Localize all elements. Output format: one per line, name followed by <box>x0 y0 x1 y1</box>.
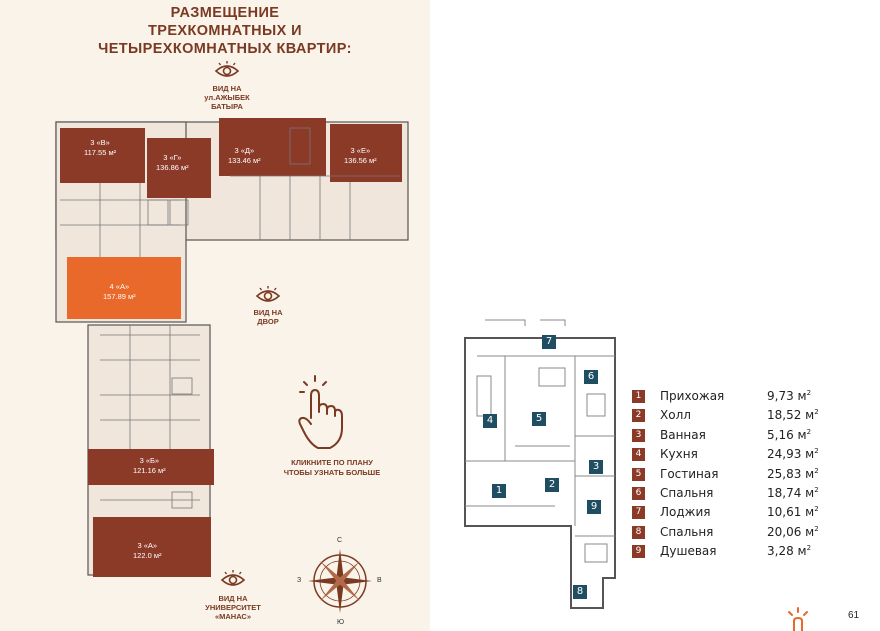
room-tag-8: 8 <box>573 585 587 599</box>
view-label-street: ВИД НА ул.АЖЫБЕК БАТЫРА <box>204 84 250 111</box>
apartment-3b-label: 3 «Б»121.16 м² <box>133 456 166 475</box>
click-instruction: КЛИКНИТЕ ПО ПЛАНУ ЧТОБЫ УЗНАТЬ БОЛЬШЕ <box>283 458 381 477</box>
apartment-4a[interactable] <box>67 257 181 319</box>
apartment-3e[interactable] <box>330 124 402 182</box>
page-title-line3: ЧЕТЫРЕХКОМНАТНЫХ КВАРТИР: <box>98 41 352 57</box>
legend-row: 3 Ванная 5,16 м2 <box>632 427 842 446</box>
eye-icon <box>214 61 240 77</box>
room-legend: 1 Прихожая 9,73 м2 2 Холл 18,52 м2 3 Ван… <box>632 388 842 563</box>
apartment-3v-label: 3 «В»117.55 м² <box>84 138 117 157</box>
eye-icon <box>255 286 281 302</box>
room-tag-7: 7 <box>542 335 556 349</box>
legend-row: 4 Кухня 24,93 м2 <box>632 446 842 465</box>
page-number: 61 <box>848 610 860 621</box>
building-floor-plan[interactable] <box>0 0 430 631</box>
room-tag-9: 9 <box>587 500 601 514</box>
room-tag-3: 3 <box>589 460 603 474</box>
compass-south: Ю <box>337 619 345 626</box>
page-title-line1: РАЗМЕЩЕНИЕ <box>170 5 280 21</box>
click-icon <box>788 607 808 631</box>
compass-north: С <box>337 537 343 544</box>
compass-west: З <box>297 577 302 584</box>
apartment-3d-label: 3 «Д»133.46 м² <box>228 146 261 165</box>
apartment-4a-label: 4 «А»157.89 м² <box>103 282 136 301</box>
apartment-3a-label: 3 «А»122.0 м² <box>133 541 162 560</box>
room-tag-2: 2 <box>545 478 559 492</box>
legend-row: 2 Холл 18,52 м2 <box>632 407 842 426</box>
view-label-yard: ВИД НА ДВОР <box>253 308 283 326</box>
apartment-3v[interactable] <box>60 128 145 183</box>
apartment-3e-label: 3 «Е»136.56 м² <box>344 146 377 165</box>
legend-row: 6 Спальня 18,74 м2 <box>632 485 842 504</box>
eye-icon <box>220 570 246 586</box>
hand-pointer-icon <box>298 375 343 449</box>
view-label-university: ВИД НА УНИВЕРСИТЕТ «МАНАС» <box>205 594 261 621</box>
legend-row: 8 Спальня 20,06 м2 <box>632 524 842 543</box>
room-tag-1: 1 <box>492 484 506 498</box>
apartment-3g-label: 3 «Г»136.86 м² <box>156 153 189 172</box>
apartment-3b[interactable] <box>88 449 214 485</box>
legend-row: 1 Прихожая 9,73 м2 <box>632 388 842 407</box>
compass-rose-icon <box>308 549 372 613</box>
apartment-3g[interactable] <box>147 138 211 198</box>
legend-row: 9 Душевая 3,28 м2 <box>632 543 842 562</box>
legend-row: 7 Лоджия 10,61 м2 <box>632 504 842 523</box>
room-tag-4: 4 <box>483 414 497 428</box>
apartment-3a[interactable] <box>93 517 211 577</box>
page-title-line2: ТРЕХКОМНАТНЫХ И <box>148 23 302 39</box>
room-tag-6: 6 <box>584 370 598 384</box>
room-tag-5: 5 <box>532 412 546 426</box>
compass-east: В <box>377 577 382 584</box>
apartment-detail-plan <box>464 319 616 609</box>
legend-row: 5 Гостиная 25,83 м2 <box>632 466 842 485</box>
